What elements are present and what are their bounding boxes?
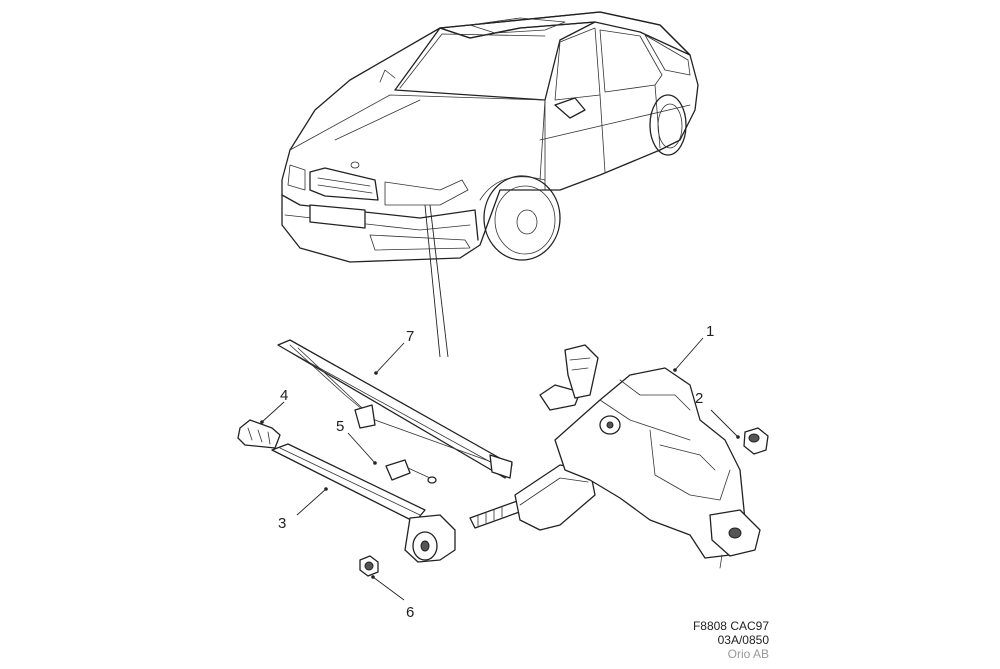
- part-1-motor: [469, 344, 761, 569]
- callout-6: 6: [406, 604, 414, 621]
- part-2-nut: [743, 427, 769, 455]
- part-3-wiper-arm: [271, 443, 456, 563]
- callout-4: 4: [280, 387, 288, 404]
- callout-3: 3: [278, 515, 286, 532]
- callout-7: 7: [406, 328, 414, 345]
- drawing-number: F8808 CAC97: [693, 619, 769, 633]
- callout-leaders: [260, 337, 740, 601]
- drawing-revision: 03A/0850: [718, 633, 770, 647]
- publisher-credit: Orio AB: [728, 647, 769, 661]
- callout-5: 5: [336, 418, 344, 435]
- callout-2: 2: [695, 390, 703, 407]
- part-7-wiper-blade: [277, 339, 513, 479]
- callout-1: 1: [706, 323, 714, 340]
- part-5-screw: [385, 459, 437, 484]
- part-6-nut: [359, 555, 379, 577]
- part-4-clip: [237, 419, 281, 449]
- car-illustration: [281, 11, 699, 358]
